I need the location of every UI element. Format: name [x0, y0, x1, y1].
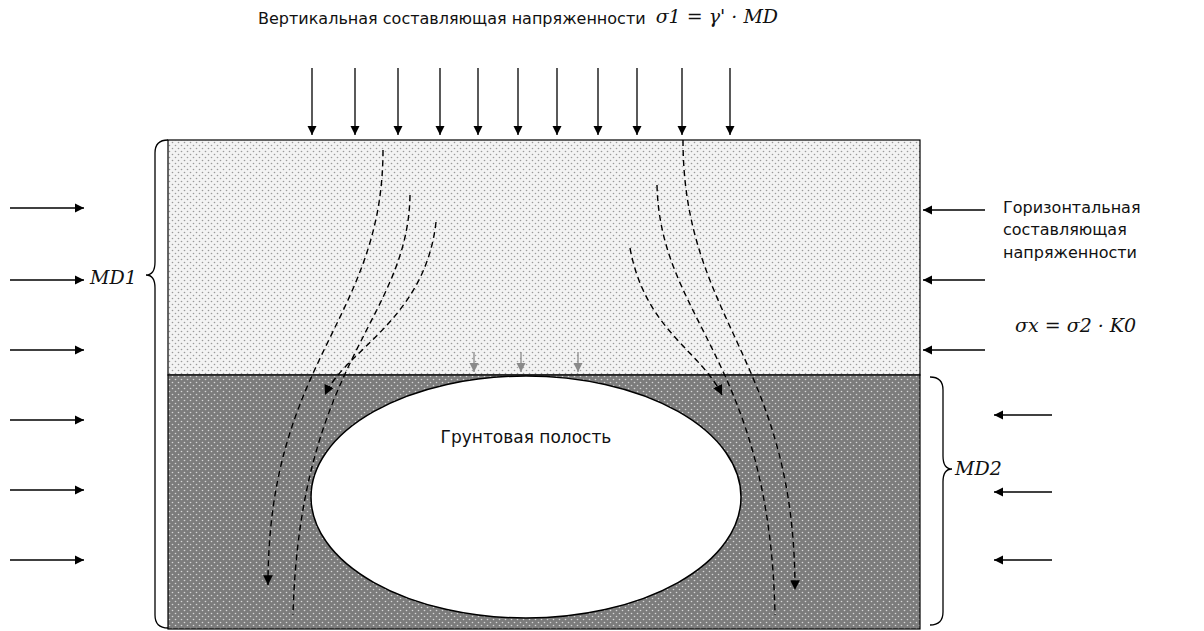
load-caption: Вертикальная составляющая напряженности [258, 8, 646, 30]
load-arrow [311, 68, 312, 135]
vertical-load-arrows [312, 68, 730, 135]
stress-trajectory [630, 248, 722, 395]
load-arrow [556, 68, 557, 135]
load-arrow [729, 68, 730, 135]
upper-soil-layer [168, 140, 920, 375]
formula: σx = σ2 · K0 [1015, 312, 1136, 339]
load-arrow [10, 349, 84, 350]
depth-brace [146, 140, 168, 628]
load-arrow [439, 68, 440, 135]
load-arrow [636, 68, 637, 135]
load-arrow [597, 68, 598, 135]
load-arrow [520, 352, 521, 372]
load-arrow [517, 68, 518, 135]
load-arrow [994, 559, 1052, 560]
load-arrow [477, 68, 478, 135]
cavity-outline [311, 376, 741, 618]
node-outline [310, 375, 742, 619]
load-caption: Горизонтальная составляющая напряженност… [1003, 197, 1163, 264]
node-label: Грунтовая полость [310, 427, 742, 447]
soil-cavity: Грунтовая полость [310, 375, 742, 619]
formula: σ1 = γ' · MD [656, 3, 778, 30]
load-arrow [10, 207, 84, 208]
depth-brace [930, 377, 952, 625]
stress-trajectory [325, 222, 436, 395]
load-arrow [397, 68, 398, 135]
load-arrow [10, 559, 84, 560]
load-arrow [10, 279, 84, 280]
lower-soil-layer [168, 375, 920, 629]
load-arrow [994, 491, 1052, 492]
dimension-label: MD1 [90, 264, 137, 291]
load-arrow [354, 68, 355, 135]
load-arrow [923, 279, 985, 280]
load-arrow [473, 352, 474, 372]
load-arrow [994, 414, 1052, 415]
load-arrow [923, 349, 985, 350]
dimension-label: MD2 [955, 455, 1002, 482]
load-arrow [923, 209, 985, 210]
load-arrow [681, 68, 682, 135]
load-arrow [10, 489, 84, 490]
load-arrow [577, 352, 578, 372]
cavity-roof-arrows [474, 352, 578, 372]
load-arrow [10, 419, 84, 420]
